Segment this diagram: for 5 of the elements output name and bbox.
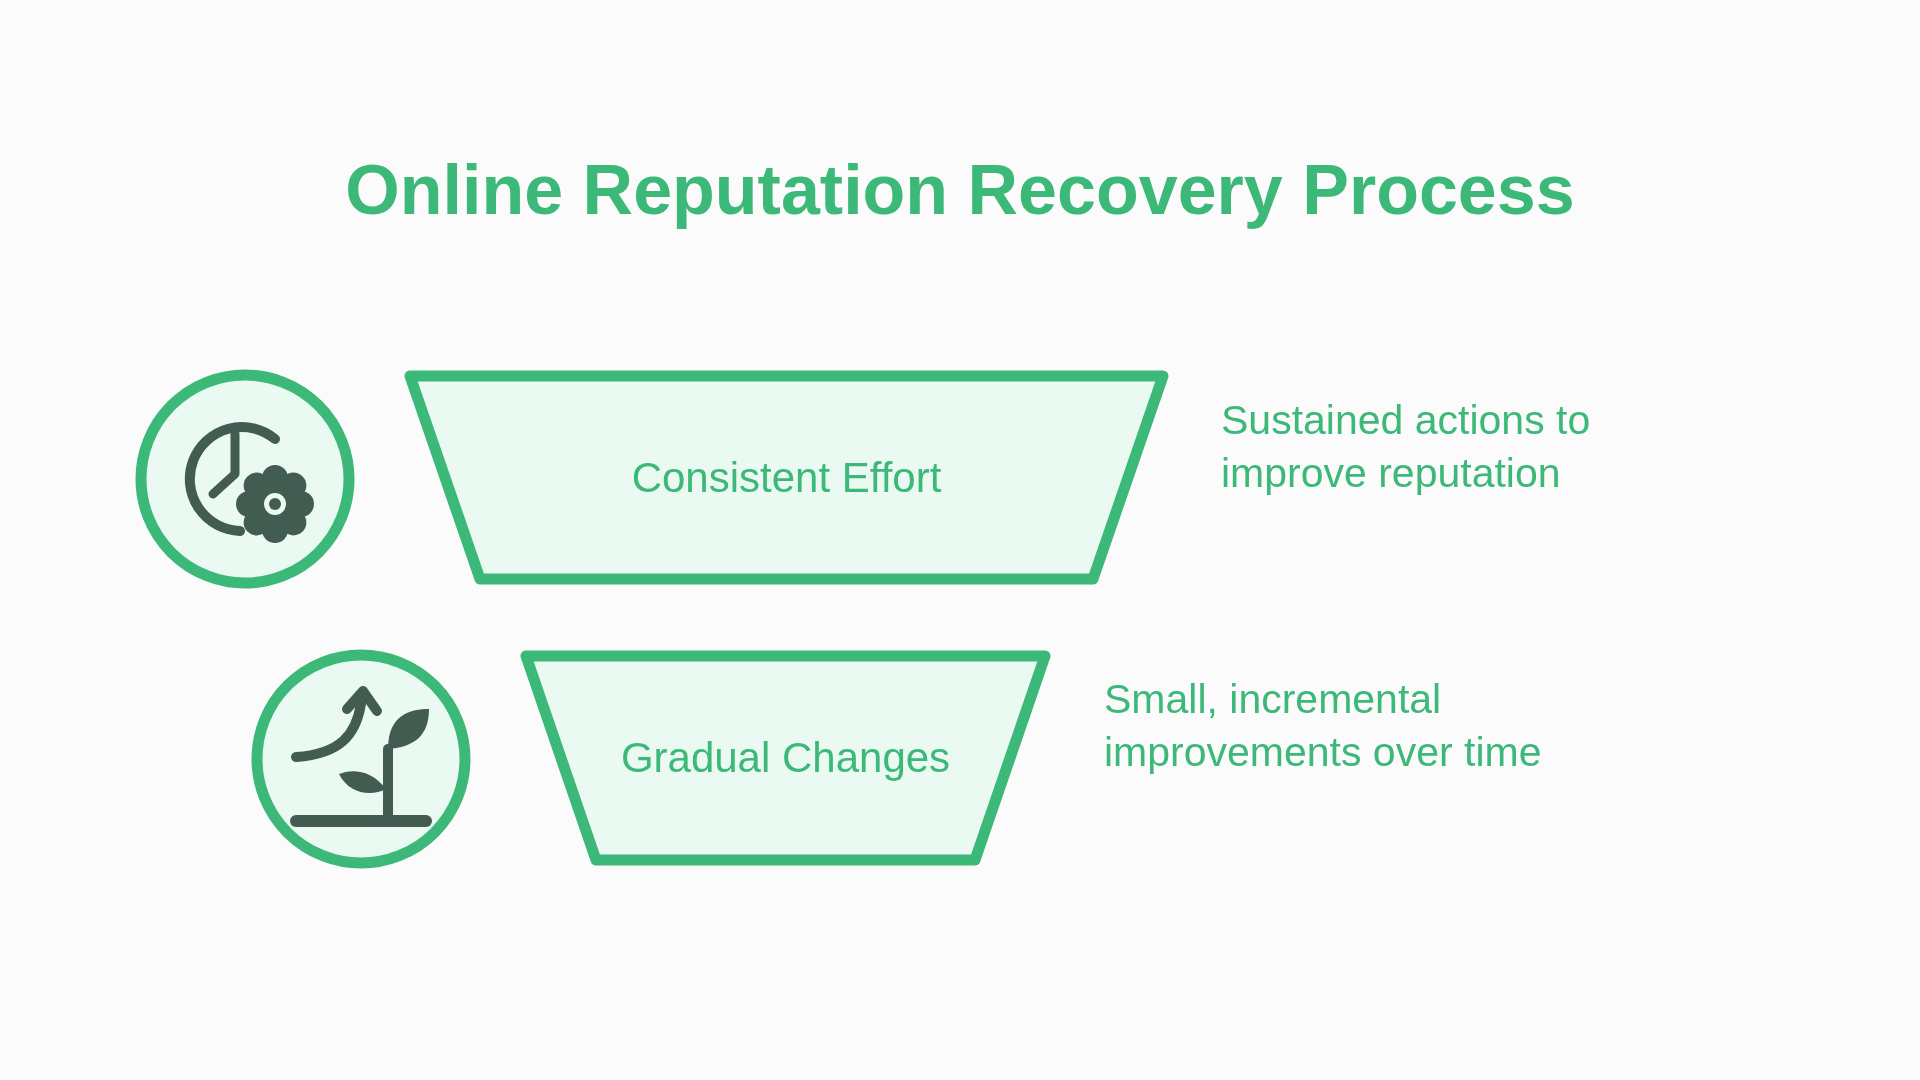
step-label: Consistent Effort bbox=[631, 453, 942, 502]
step-description: Small, incremental improvements over time bbox=[1104, 675, 1543, 777]
title: Online Reputation Recovery Process bbox=[344, 150, 1576, 230]
step-description: Sustained actions to improve reputation bbox=[1221, 396, 1592, 498]
step-label: Gradual Changes bbox=[620, 734, 951, 782]
